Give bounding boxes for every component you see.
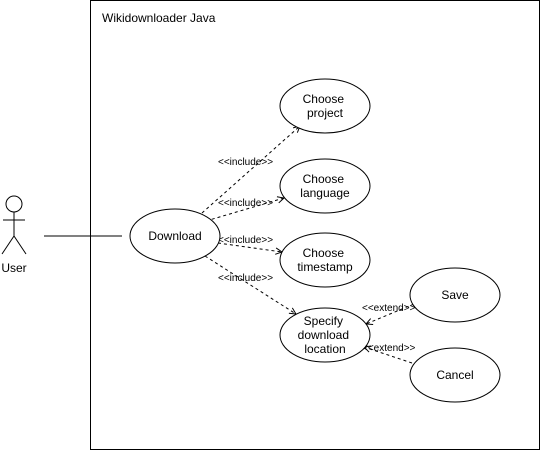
actor-head	[5, 195, 23, 213]
use-case-choose-language-label: Choose language	[300, 172, 350, 200]
include-label-language: <<include>>	[218, 198, 273, 209]
use-case-choose-timestamp-label: Choose timestamp	[297, 246, 353, 274]
use-case-cancel-label: Cancel	[436, 368, 473, 382]
extend-edge-save	[366, 303, 415, 324]
use-case-cancel[interactable]: Cancel	[409, 347, 501, 403]
extend-label-save: <<extend>>	[362, 303, 416, 314]
actor-left-leg	[1, 235, 15, 255]
use-case-choose-language[interactable]: Choose language	[279, 158, 371, 214]
actor-label: User	[1, 261, 26, 275]
system-boundary-title: Wikidownloader Java	[102, 11, 216, 25]
include-label-timestamp: <<include>>	[218, 235, 273, 246]
use-case-choose-project[interactable]: Choose project	[279, 78, 371, 134]
use-case-download-label: Download	[148, 229, 201, 243]
include-label-project: <<include>>	[218, 157, 273, 168]
actor-user[interactable]: User	[1, 195, 27, 275]
include-edge-project	[201, 126, 300, 214]
use-case-download[interactable]: Download	[129, 208, 221, 264]
actor-right-leg	[13, 235, 27, 255]
use-case-specify-location-label: Specify download location	[298, 314, 353, 356]
use-case-choose-project-label: Choose project	[303, 92, 348, 120]
include-edge-timestamp	[217, 242, 282, 252]
include-label-location: <<include>>	[218, 273, 273, 284]
use-case-choose-timestamp[interactable]: Choose timestamp	[279, 232, 371, 288]
include-edge-language	[205, 198, 284, 222]
use-case-save[interactable]: Save	[409, 267, 501, 323]
extend-label-cancel: <<extend>>	[362, 343, 416, 354]
use-case-specify-location[interactable]: Specify download location	[279, 307, 371, 363]
use-case-save-label: Save	[441, 288, 469, 302]
extend-edge-cancel	[364, 347, 413, 364]
